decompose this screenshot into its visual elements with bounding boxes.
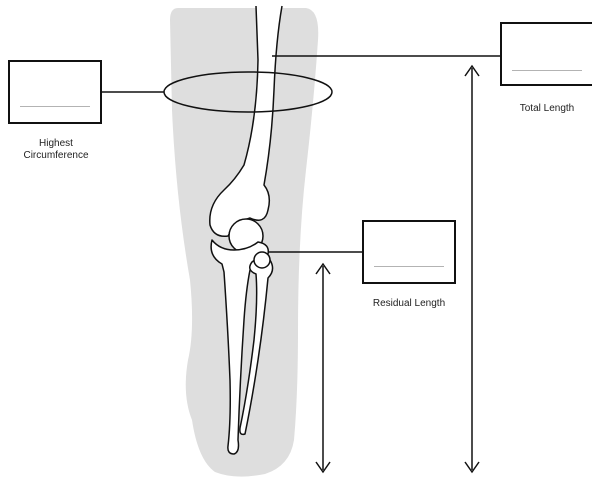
total-length-field[interactable] [500,22,592,86]
residual-length-field[interactable] [362,220,456,284]
double-arrow-icon [465,66,479,472]
highest-circumference-label: Highest Circumference [6,138,106,162]
total-length-label: Total Length [500,103,592,115]
double-arrow-icon [316,264,330,472]
highest-circumference-value-line [20,106,90,107]
highest-circumference-field[interactable] [8,60,102,124]
total-length-value-line [512,70,582,71]
fibula-head [254,252,270,268]
residual-length-label: Residual Length [356,298,462,310]
residual-length-value-line [374,266,444,267]
